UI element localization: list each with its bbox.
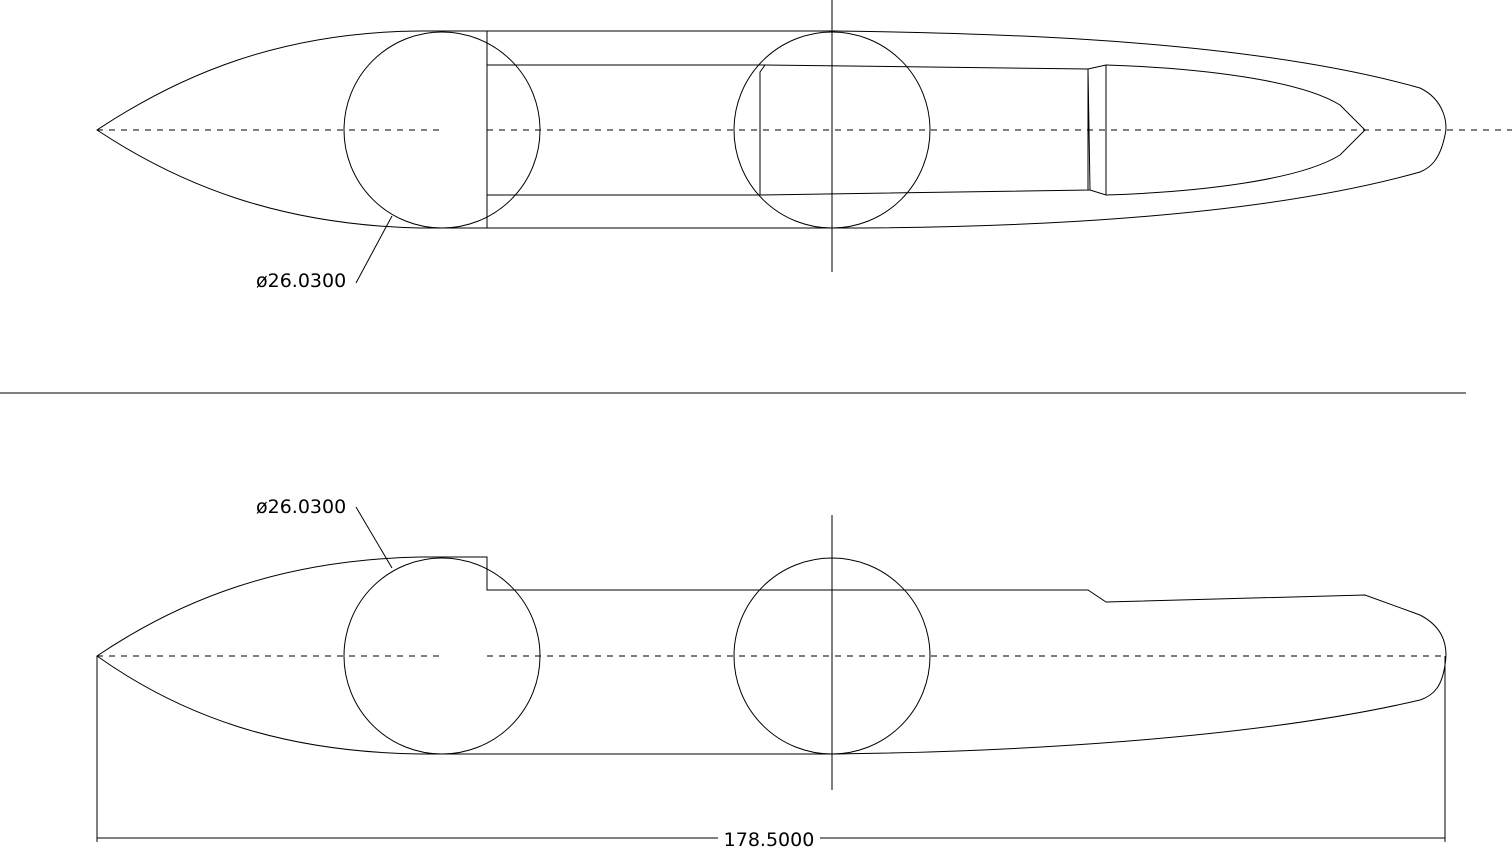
side-outer-outline [96,556,1447,755]
top-outer-outline [96,30,1447,229]
side-view: ø26.0300 178.5000 [96,496,1447,851]
top-diameter-callout: ø26.0300 [256,270,346,292]
side-diameter-callout: ø26.0300 [256,496,346,518]
top-inner-slot [487,64,766,196]
side-diameter-leader [355,506,393,569]
top-view: ø26.0300 [96,0,1512,292]
overall-length-dimension: 178.5000 [724,829,815,851]
top-channel-step-2 [1087,64,1107,196]
top-diameter-leader [355,215,393,284]
